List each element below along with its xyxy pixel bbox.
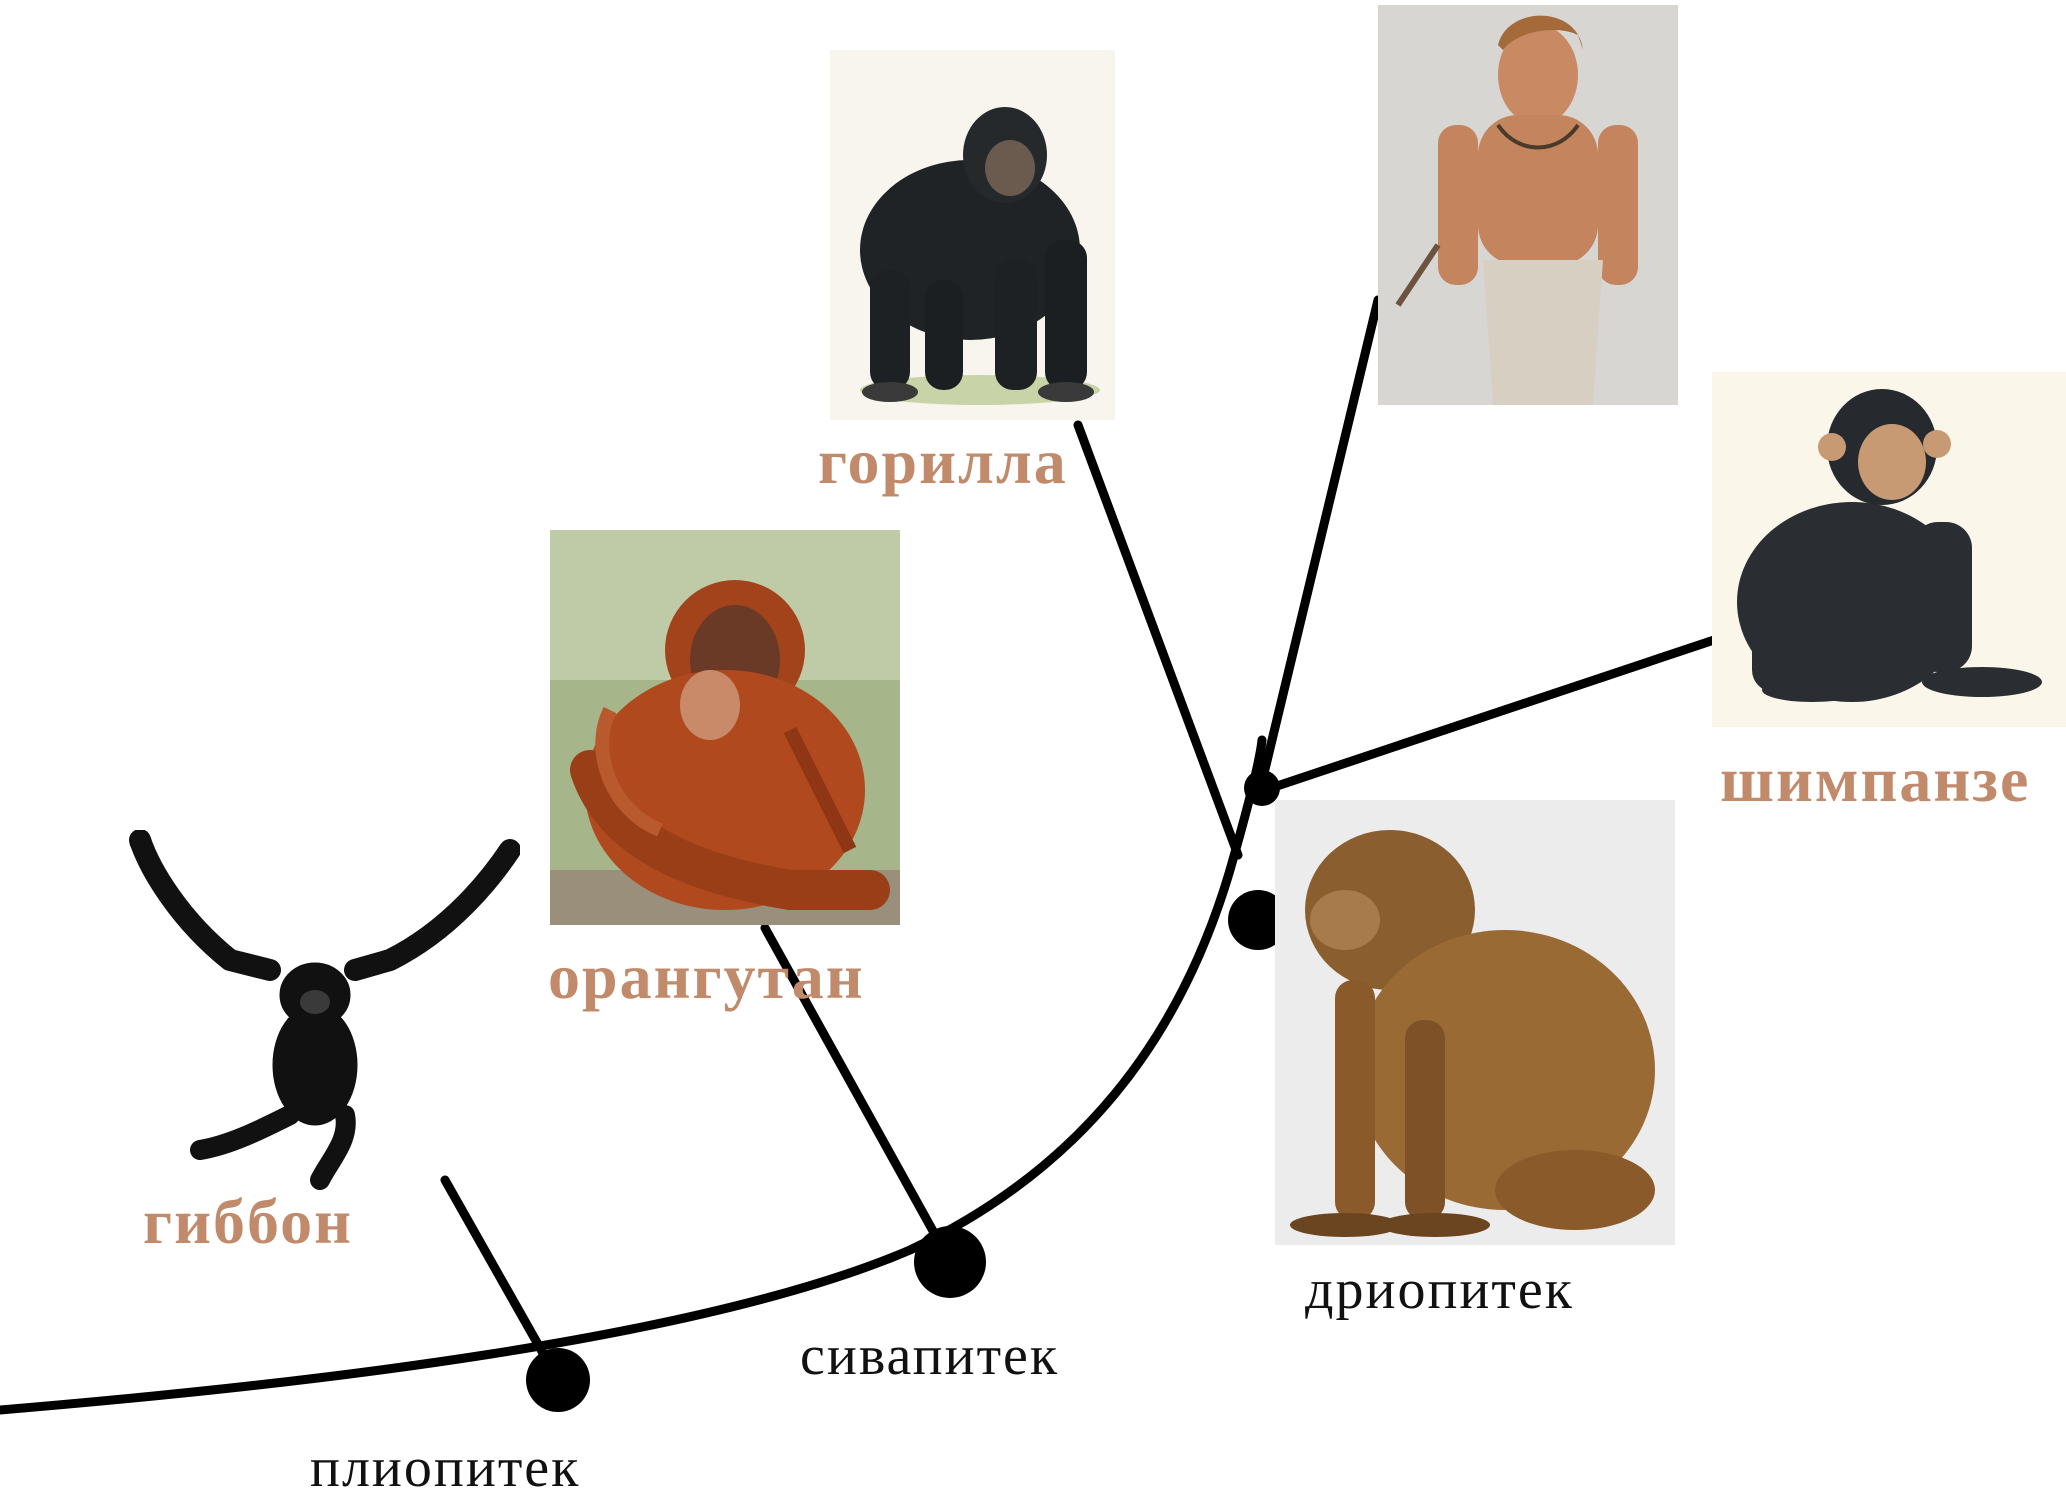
human-branch-line [1260,300,1378,790]
chimpanzee-picture [1712,372,2066,727]
pliopithecus-label: плиопитек [310,1440,580,1496]
dryopithecus-picture [1275,800,1675,1245]
gorilla-label: горилла [818,430,1068,494]
gibbon-picture [120,830,520,1190]
dryopithecus-label: дриопитек [1305,1262,1574,1318]
sivapithecus-node [914,1226,986,1298]
gorilla-branch-line [1078,425,1238,855]
orangutan-picture [550,530,900,925]
orangutan-label: орангутан [548,945,865,1009]
sivapithecus-label: сивапитек [800,1328,1059,1384]
gibbon-label: гиббон [143,1190,353,1254]
gorilla-picture [830,50,1115,420]
pliopithecus-node [526,1348,590,1412]
human-picture [1378,5,1678,405]
gibbon-branch-line [445,1180,548,1362]
chimpanzee-label: шимпанзе [1720,748,2030,812]
chimpanzee-branch-line [1265,640,1714,790]
